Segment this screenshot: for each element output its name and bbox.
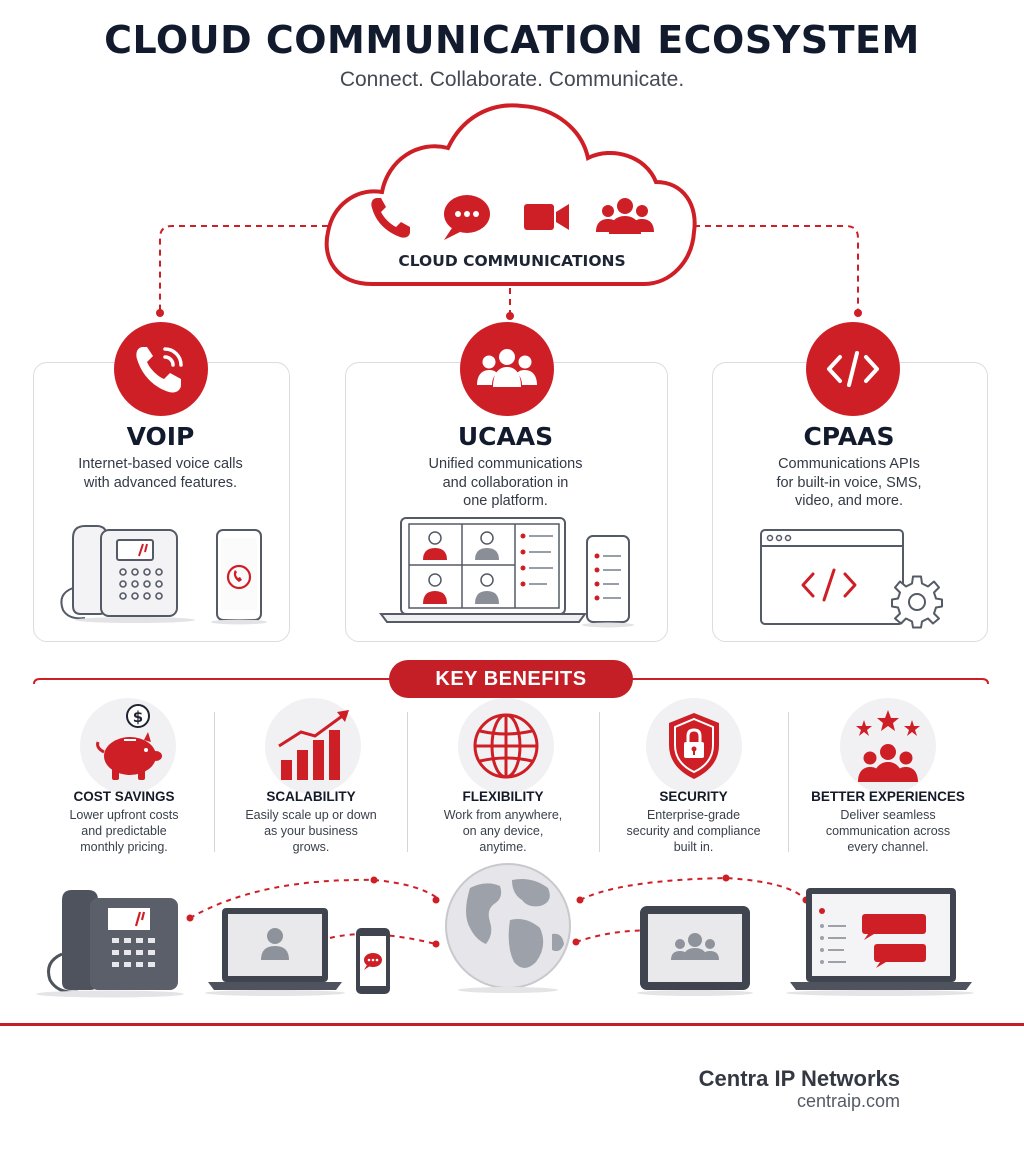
desk-phone-icon bbox=[36, 890, 184, 998]
cloud-connectors bbox=[159, 225, 859, 314]
group-icon bbox=[596, 198, 654, 234]
voip-devices-illustration bbox=[60, 525, 267, 625]
benefit-title-flexibility: FLEXIBILITY bbox=[462, 789, 544, 804]
benefits-divider bbox=[33, 678, 989, 685]
service-title-ucaas: UCAAS bbox=[457, 422, 554, 451]
benefit-separator bbox=[599, 712, 600, 852]
phone-icon bbox=[371, 198, 410, 238]
browser-window-icon bbox=[760, 529, 904, 625]
benefit-separator bbox=[407, 712, 408, 852]
smartphone-icon bbox=[582, 535, 634, 628]
svg-text:$: $ bbox=[133, 708, 143, 726]
video-icon bbox=[524, 204, 569, 230]
cloud-diagram bbox=[156, 103, 862, 320]
cloud-label: CLOUD COMMUNICATIONS bbox=[398, 252, 626, 270]
smartphone-chat-icon bbox=[356, 928, 390, 994]
gear-icon bbox=[891, 575, 943, 629]
laptop-user-icon bbox=[205, 908, 345, 996]
smartphone-icon bbox=[211, 529, 267, 625]
tablet-group-icon bbox=[637, 906, 753, 996]
key-benefits-heading: KEY BENEFITS bbox=[389, 660, 633, 698]
piggy-bank-icon: $ bbox=[80, 698, 176, 794]
benefit-title-security: SECURITY bbox=[659, 789, 728, 804]
world-globe-icon bbox=[445, 863, 571, 993]
connected-devices-illustration bbox=[36, 863, 974, 998]
page-title: CLOUD COMMUNICATION ECOSYSTEM bbox=[104, 18, 920, 62]
benefit-title-better-experiences: BETTER EXPERIENCES bbox=[811, 789, 965, 804]
rated-users-icon bbox=[840, 698, 936, 794]
benefit-title-scalability: SCALABILITY bbox=[266, 789, 356, 804]
connector-dot-voip bbox=[156, 309, 164, 317]
company-website: centraip.com bbox=[796, 1091, 900, 1111]
service-title-voip: VOIP bbox=[126, 422, 195, 451]
benefit-desc-flexibility: Work from anywhere,on any device,anytime… bbox=[443, 808, 563, 854]
company-name: Centra IP Networks bbox=[698, 1066, 900, 1091]
laptop-chat-icon bbox=[786, 888, 974, 996]
shield-lock-icon bbox=[646, 698, 742, 794]
benefit-separator bbox=[788, 712, 789, 852]
cpaas-api-illustration bbox=[760, 529, 943, 629]
footer-divider bbox=[0, 1023, 1024, 1026]
chat-icon bbox=[444, 195, 490, 240]
code-icon bbox=[806, 322, 900, 416]
connector-voip bbox=[159, 225, 328, 310]
phone-waves-icon bbox=[114, 322, 208, 416]
desk-phone-icon bbox=[60, 525, 195, 623]
connector-dot-cpaas bbox=[854, 309, 862, 317]
cloud-shape bbox=[324, 103, 697, 286]
connector-cpaas bbox=[694, 225, 859, 310]
connector-dot-ucaas bbox=[506, 312, 514, 320]
device-connectors bbox=[189, 876, 807, 945]
benefit-separator bbox=[214, 712, 215, 852]
benefit-title-cost-savings: COST SAVINGS bbox=[73, 789, 175, 804]
globe-icon bbox=[458, 698, 554, 794]
page-subtitle: Connect. Collaborate. Communicate. bbox=[339, 68, 685, 91]
service-title-cpaas: CPAAS bbox=[803, 422, 895, 451]
growth-chart-icon bbox=[265, 698, 361, 794]
group-icon bbox=[460, 322, 554, 416]
ucaas-devices-illustration bbox=[379, 517, 634, 628]
laptop-video-call-icon bbox=[379, 517, 587, 623]
